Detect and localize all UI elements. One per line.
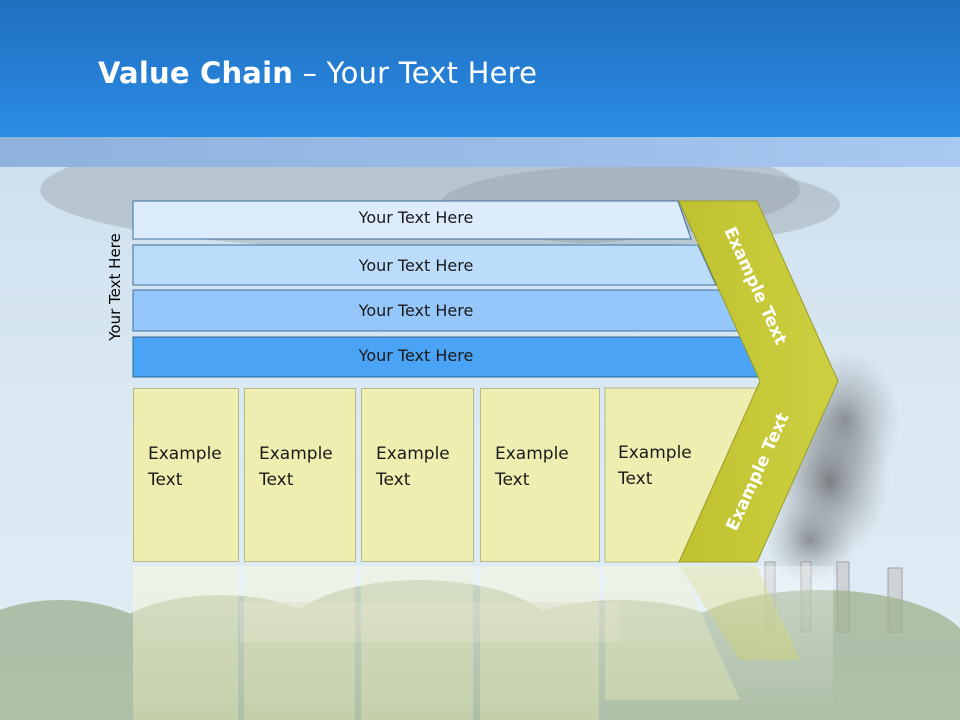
header-band xyxy=(0,137,960,167)
chevron-shape xyxy=(678,200,839,563)
row-label-4: Your Text Here xyxy=(358,346,474,365)
activity-box-label: Example Text xyxy=(495,444,569,490)
activity-box-4: Example Text xyxy=(480,388,600,562)
activity-box-2: Example Text xyxy=(244,388,356,562)
activity-box-3: Example Text xyxy=(361,388,474,562)
activity-box-label: Example Text xyxy=(376,444,450,490)
header-bar xyxy=(0,0,960,137)
row-label-3: Your Text Here xyxy=(358,301,474,320)
row-label-2: Your Text Here xyxy=(358,256,474,275)
page-title: Value Chain – Your Text Here xyxy=(98,56,537,90)
activity-box-5: Example Text xyxy=(605,388,692,562)
row-shape-2 xyxy=(132,244,717,286)
title-bold: Value Chain xyxy=(98,56,294,90)
activity-box-1: Example Text xyxy=(133,388,239,562)
row-shape-1 xyxy=(132,200,692,240)
activity-box-label: Example Text xyxy=(259,444,333,490)
row-label-1: Your Text Here xyxy=(358,208,474,227)
activity-box-label: Example Text xyxy=(618,443,692,489)
title-rest: – Your Text Here xyxy=(293,56,538,90)
activity-box-label: Example Text xyxy=(148,444,222,490)
